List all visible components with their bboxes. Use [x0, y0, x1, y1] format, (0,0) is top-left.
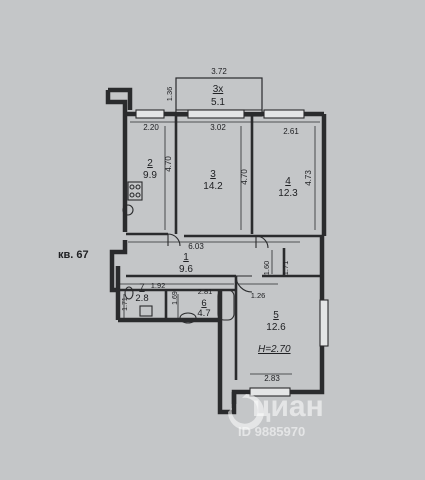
room-area: 9.9 [143, 170, 157, 181]
bathtub-icon [217, 289, 235, 321]
dimension-label: 3.02 [210, 123, 226, 132]
dimension-label: 6.03 [188, 242, 204, 251]
dimension-label: 4.73 [304, 170, 313, 186]
dimension-label: 1.60 [262, 261, 271, 276]
toilet-icon [124, 286, 134, 300]
room-area: 12.6 [266, 322, 286, 333]
window-room2 [135, 109, 165, 119]
dimension-label: 2.81 [198, 287, 213, 296]
window-room3 [187, 109, 245, 119]
window-room5-side [319, 299, 329, 347]
dimension-label: 2.83 [264, 374, 280, 383]
room-number: 3 [210, 169, 216, 180]
dimension-labels: 3.72 1.36 2.20 3.02 2.61 4.70 4.70 4.73 … [122, 67, 313, 383]
fixtures [122, 181, 235, 324]
dimension-lines [118, 77, 320, 375]
dimension-label: 1.92 [151, 281, 166, 290]
room-number: 3х [213, 84, 224, 95]
dimension-label: 1.36 [165, 87, 174, 102]
room-area: 9.6 [179, 264, 193, 275]
dimension-label: 4.70 [164, 156, 173, 172]
room-labels: 3х 5.1 2 9.9 3 14.2 4 12.3 1 9.6 7 2.8 6… [135, 84, 298, 333]
interior-walls [112, 116, 322, 380]
room-number: 6 [201, 298, 206, 309]
room-area: 5.1 [211, 97, 225, 108]
room-number: 2 [147, 158, 153, 169]
windows [135, 109, 329, 397]
dimension-label: 1.69 [172, 291, 179, 305]
watermark: циан ID 9885970 [228, 390, 324, 439]
stove-icon [127, 181, 143, 201]
ceiling-height-label: Н=2.70 [258, 344, 291, 355]
wc-sink-icon [139, 305, 153, 317]
room-area: 4.7 [197, 308, 210, 319]
dimension-label: 4.70 [240, 169, 249, 185]
room-area: 14.2 [203, 181, 223, 192]
apartment-label: кв. 67 [58, 249, 89, 261]
room-number: 5 [273, 310, 279, 321]
dimension-label: 2.20 [143, 123, 159, 132]
sink-icon [122, 204, 134, 216]
room-area: 12.3 [278, 188, 298, 199]
washbasin-icon [179, 312, 197, 324]
dimension-label: 1.71 [281, 261, 290, 276]
room-area: 2.8 [135, 293, 148, 304]
watermark-id: ID 9885970 [238, 424, 305, 439]
cian-logo-icon [228, 394, 264, 430]
window-room4 [263, 109, 305, 119]
doors [167, 233, 269, 293]
dimension-label: 1.71 [122, 297, 129, 311]
window-room5-bottom [249, 387, 291, 397]
watermark-brand: циан [252, 390, 324, 423]
dimension-label: 2.61 [283, 127, 299, 136]
room-number: 7 [139, 282, 144, 293]
room-number: 1 [183, 252, 189, 263]
outer-walls [105, 87, 327, 415]
dimension-label: 3.72 [211, 67, 227, 76]
room-number: 4 [285, 176, 291, 187]
dimension-label: 1.26 [251, 291, 266, 300]
